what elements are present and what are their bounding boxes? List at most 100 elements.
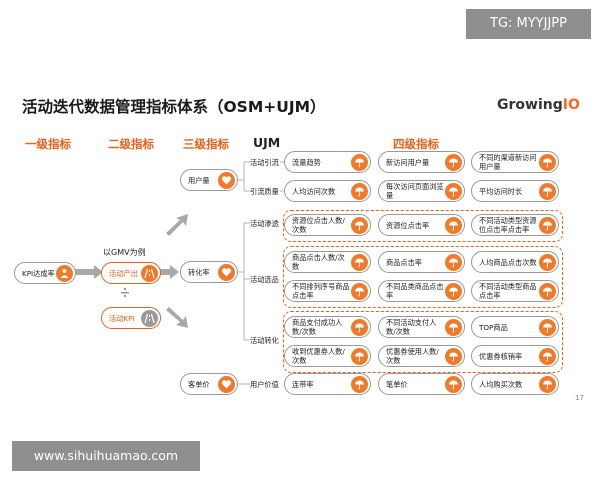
metric-box: 不同活动类型资源位点击率点击率 [471, 214, 559, 236]
umbrella-icon [539, 182, 556, 200]
metric-label: 不同排列序号商品点击率 [292, 282, 350, 300]
umbrella-icon [351, 153, 368, 171]
metric-label: 商品点击率 [386, 257, 422, 267]
stage-penetration: 活动渗透 [250, 219, 279, 228]
umbrella-icon [539, 347, 556, 365]
metric-box: 不同活动类型商品点击率 [471, 280, 559, 302]
heart-icon [218, 171, 235, 189]
divide-sign [121, 287, 129, 298]
umbrella-icon [445, 375, 462, 393]
metric-box: 商品点击率 [378, 251, 465, 273]
metric-label: 人均购买次数 [479, 379, 523, 389]
header-level-4: 四级指标 [393, 137, 439, 151]
metric-box: 平均访问时长 [471, 180, 559, 202]
umbrella-icon [539, 253, 556, 271]
metric-box: 流量趋势 [284, 151, 371, 173]
metric-box: 连带率 [284, 373, 371, 395]
heart-icon [218, 263, 235, 281]
road-icon [141, 264, 158, 282]
umbrella-icon [539, 282, 556, 300]
umbrella-icon [539, 318, 556, 336]
header-level-2: 二级指标 [108, 137, 154, 151]
metric-box: 资源位点击率 [378, 214, 465, 236]
umbrella-icon [351, 318, 368, 336]
metric-box: 新访问用户量 [378, 151, 465, 173]
stage-user-value: 用户价值 [250, 380, 279, 389]
node-kpi-rate: KPI达成率 [14, 262, 76, 284]
metric-label: 优惠券使用人数/次数 [386, 347, 439, 365]
metric-label: 每次访问页面浏览量 [386, 182, 444, 200]
stage-conversion: 活动转化 [250, 336, 279, 345]
watermark-top: TG: MYYJJPP [466, 9, 591, 39]
metric-box: 不同品类商品点击率 [378, 280, 465, 302]
metric-label: 不同活动类型资源位点击率点击率 [479, 216, 537, 234]
metric-label: 不同活动支付人数/次数 [386, 318, 437, 336]
node-activity-kpi: 活动KPI [101, 307, 161, 329]
metric-box: 不同活动支付人数/次数 [378, 316, 465, 338]
header-ujm: UJM [253, 135, 281, 150]
metric-box: 商品点击人数/次数 [284, 251, 371, 273]
umbrella-icon [351, 375, 368, 393]
metric-label: 新访问用户量 [386, 157, 430, 167]
metric-label: 收到优惠券人数/次数 [292, 347, 345, 365]
stage-selection: 活动选品 [250, 275, 279, 284]
umbrella-icon [445, 182, 462, 200]
umbrella-icon [351, 253, 368, 271]
umbrella-icon [445, 153, 462, 171]
umbrella-icon [445, 216, 462, 234]
metric-label: 不同活动类型商品点击率 [479, 282, 537, 300]
umbrella-icon [445, 347, 462, 365]
metric-label: 不同品类商品点击率 [386, 282, 444, 300]
metric-box: 人均商品点击次数 [471, 251, 559, 273]
node-activity-output: 活动产出 [101, 262, 161, 284]
umbrella-icon [539, 153, 556, 171]
metric-label: 人均访问次数 [292, 186, 336, 196]
metric-label: 连带率 [292, 379, 314, 389]
metric-box: 笔单价 [378, 373, 465, 395]
metric-label: 平均访问时长 [479, 186, 523, 196]
metric-box: 不同的渠道新访问用户量 [471, 151, 559, 173]
umbrella-icon [351, 182, 368, 200]
umbrella-icon [539, 216, 556, 234]
umbrella-icon [351, 347, 368, 365]
metric-box: 商品支付成功人数/次数 [284, 316, 371, 338]
node-conversion-rate: 转化率 [180, 261, 238, 283]
person-icon [56, 264, 73, 282]
umbrella-icon [445, 253, 462, 271]
umbrella-icon [351, 216, 368, 234]
group-penetration [283, 210, 563, 242]
metric-label: 笔单价 [386, 379, 408, 389]
metric-box: TOP商品 [471, 316, 559, 338]
metric-box: 收到优惠券人数/次数 [284, 345, 371, 367]
group-selection [283, 246, 563, 308]
umbrella-icon [351, 282, 368, 300]
metric-box: 人均购买次数 [471, 373, 559, 395]
metric-box: 人均访问次数 [284, 180, 371, 202]
heart-icon [218, 375, 235, 393]
header-level-1: 一级指标 [25, 137, 71, 151]
umbrella-icon [539, 375, 556, 393]
umbrella-icon [445, 282, 462, 300]
growingio-logo: GrowingIO [497, 97, 580, 113]
group-conversion [283, 311, 563, 373]
stage-quality: 引流质量 [250, 187, 279, 196]
metric-box: 优惠券核销率 [471, 345, 559, 367]
metric-label: 优惠券核销率 [479, 351, 523, 361]
metric-label: 人均商品点击次数 [479, 257, 537, 267]
road-icon [141, 309, 158, 327]
header-level-3: 三级指标 [183, 137, 229, 151]
metric-box: 资源位点击人数/次数 [284, 214, 371, 236]
metric-label: 不同的渠道新访问用户量 [479, 153, 537, 171]
level2-caption: 以GMV为例 [103, 248, 146, 257]
metric-box: 优惠券使用人数/次数 [378, 345, 465, 367]
metric-box: 不同排列序号商品点击率 [284, 280, 371, 302]
metric-label: 资源位点击率 [386, 220, 430, 230]
page-number: 17 [575, 394, 584, 402]
metric-label: 商品支付成功人数/次数 [292, 318, 343, 336]
node-aov: 客单价 [180, 373, 238, 395]
slide-title: 活动迭代数据管理指标体系（OSM+UJM） [22, 98, 326, 116]
umbrella-icon [445, 318, 462, 336]
metric-label: 流量趋势 [292, 157, 321, 167]
metric-label: 资源位点击人数/次数 [292, 216, 345, 234]
